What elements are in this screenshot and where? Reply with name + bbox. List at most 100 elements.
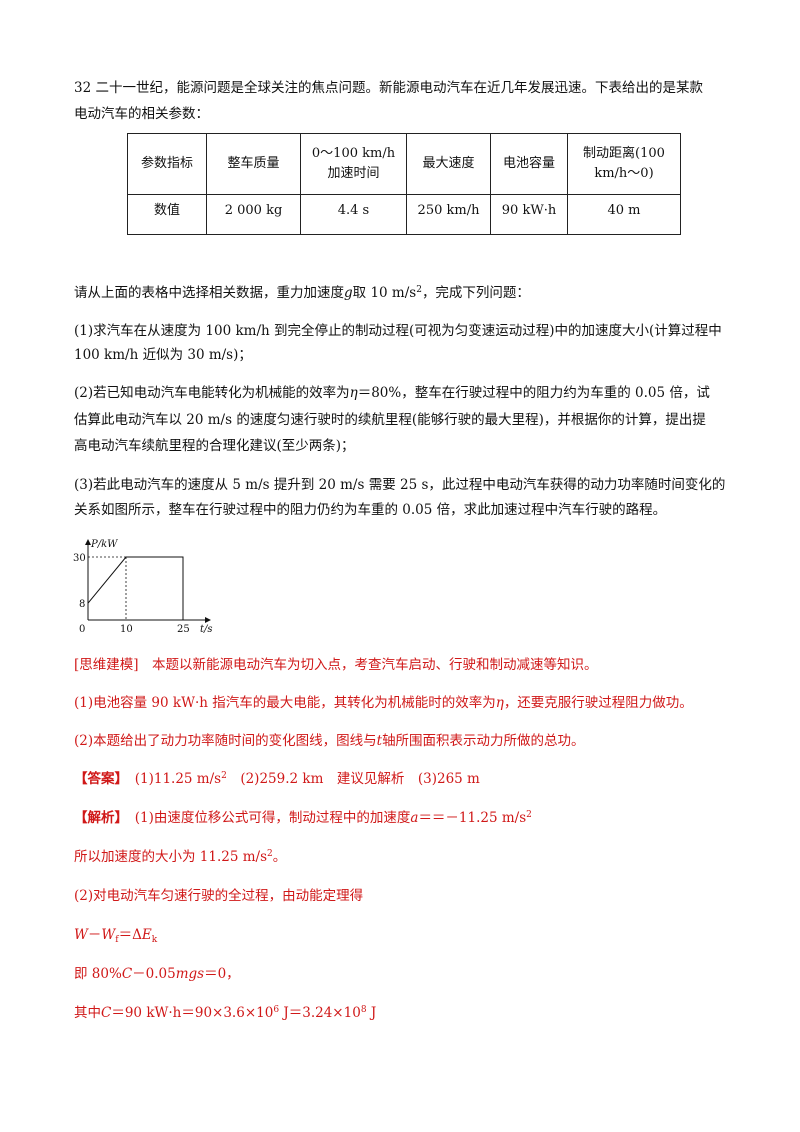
eq2-mgs: mgs [175, 966, 205, 982]
answer-label: 【答案】 [74, 771, 122, 787]
eq3-d: J [366, 1005, 377, 1021]
q2-text-a: (2)若已知电动汽车电能转化为机械能的效率为 [74, 385, 350, 401]
analysis-p1: (1)电池容量 90 kW·h 指汽车的最大电能，其转化为机械能时的效率为η，还… [74, 693, 693, 713]
q2-line3: 高电动汽车续航里程的合理化建议(至少两条)； [74, 438, 355, 454]
solution-eq3: 其中C＝90 kW·h＝90×3.6×106 J＝3.24×108 J [74, 1003, 376, 1023]
prompt-sup: 2 [416, 285, 422, 295]
prompt-line: 请从上面的表格中选择相关数据，重力加速度g取 10 m/s2，完成下列问题： [74, 283, 530, 303]
prompt-text-a: 请从上面的表格中选择相关数据，重力加速度 [74, 285, 344, 301]
eq3-sup2: 8 [360, 1005, 367, 1015]
prompt-text-b: 取 10 m/s [352, 285, 417, 301]
eq1-W: W [74, 927, 88, 943]
x-tick-label: 0 [79, 624, 85, 635]
analysis-p1-b: ，还要克服行驶过程阻力做功。 [503, 695, 693, 711]
tick-labels: 0 10 25 8 30 [73, 553, 190, 635]
eq2-c: ＝0， [204, 966, 240, 982]
parameter-table: 参数指标 整车质量 0～100 km/h 加速时间 最大速度 电池容量 制动距离(… [127, 133, 681, 235]
eq1-Wf: W [101, 927, 116, 943]
analysis-p2: (2)本题给出了动力功率随时间的变化图线，图线与t轴所围面积表示动力所做的总功。 [74, 731, 585, 751]
y-axis-label: P/kW [90, 539, 118, 550]
solution-eq1: W－Wf＝ΔEk [74, 925, 157, 945]
x-tick-label: 10 [120, 624, 133, 635]
table-header-cell: 整车质量 [206, 133, 301, 195]
table-header-cell: 制动距离(100 km/h～0) [567, 133, 681, 195]
analysis-line: [思维建模] 本题以新能源电动汽车为切入点，考查汽车启动、行驶和制动减速等知识。 [74, 655, 598, 675]
analysis-p1-a: (1)电池容量 90 kW·h 指汽车的最大电能，其转化为机械能时的效率为 [74, 695, 496, 711]
q1-line1: (1)求汽车在从速度为 100 km/h 到完全停止的制动过程(可视为匀变速运动… [74, 323, 722, 339]
q2-line2: 估算此电动汽车以 20 m/s 的速度匀速行驶时的续航里程(能够行驶的最大里程)… [74, 412, 706, 428]
guide-lines [88, 556, 127, 620]
analysis-text: 本题以新能源电动汽车为切入点，考查汽车启动、行驶和制动减速等知识。 [138, 657, 598, 673]
series-group [87, 556, 184, 620]
solution-s2-a: 所以加速度的大小为 11.25 m/s [74, 849, 268, 865]
q2-text-b: ＝80%，整车在行驶过程中的阻力约为车重的 0.05 倍，试 [357, 385, 710, 401]
question-intro-line2: 电动汽车的相关参数： [74, 106, 209, 122]
q2-eta: η [349, 385, 358, 401]
table-cell: 2 000 kg [206, 194, 301, 235]
solution-label: 【解析】 [74, 810, 122, 826]
eq1-E: E [141, 927, 152, 943]
analysis-p1-eta: η [495, 695, 504, 711]
answer-a1-sup: 2 [221, 771, 227, 781]
x-axis-arrow [205, 617, 211, 623]
eq3-b: ＝90 kW·h＝90×3.6×10 [111, 1005, 274, 1021]
answer-line: 【答案】 (1)11.25 m/s2 (2)259.2 km 建议见解析 (3)… [74, 769, 480, 789]
solution-line3: (2)对电动汽车匀速行驶的全过程，由动能定理得 [74, 888, 364, 904]
x-tick-label: 25 [177, 624, 190, 635]
solution-s1-sup: 2 [526, 810, 532, 820]
answer-rest: (2)259.2 km 建议见解析 (3)265 m [226, 771, 480, 787]
table-header-line: 制动距离(100 [583, 146, 665, 161]
table-header-cell: 最大速度 [406, 133, 491, 195]
analysis-label: [思维建模] [74, 657, 139, 673]
table-cell: 40 m [567, 194, 681, 235]
eq3-c: J＝3.24×10 [279, 1005, 361, 1021]
q1-line2: 100 km/h 近似为 30 m/s)； [74, 347, 252, 363]
solution-line1: 【解析】 (1)由速度位移公式可得，制动过程中的加速度a＝＝－11.25 m/s… [74, 808, 532, 828]
solution-s1-a: (1)由速度位移公式可得，制动过程中的加速度 [121, 810, 411, 826]
solution-s2-sup: 2 [267, 849, 273, 859]
solution-line2: 所以加速度的大小为 11.25 m/s2。 [74, 847, 286, 867]
table-cell: 250 km/h [406, 194, 491, 235]
eq2-a: 即 80% [74, 966, 122, 982]
eq1-sub-f: f [115, 935, 119, 945]
table-row-label: 数值 [127, 194, 207, 235]
eq1-eq: ＝Δ [118, 927, 142, 943]
eq1-sub-k: k [151, 935, 158, 945]
solution-s1-b: ＝＝－11.25 m/s [418, 810, 527, 826]
table-row: 参数指标 整车质量 0～100 km/h 加速时间 最大速度 电池容量 制动距离(… [127, 133, 681, 195]
table-header-cell: 0～100 km/h 加速时间 [300, 133, 407, 195]
table-row: 数值 2 000 kg 4.4 s 250 km/h 90 kW·h 40 m [127, 194, 681, 235]
table-cell: 4.4 s [300, 194, 407, 235]
prompt-text-c: ，完成下列问题： [421, 285, 530, 301]
table-header-cell: 电池容量 [490, 133, 568, 195]
series-line [87, 556, 184, 620]
power-time-graph: P/kW t/s 0 10 25 8 30 [73, 539, 213, 635]
y-tick-label: 30 [73, 553, 86, 564]
table-cell: 90 kW·h [490, 194, 568, 235]
y-axis-arrow [85, 539, 91, 545]
prompt-g: g [344, 285, 353, 301]
table-header-cell: 参数指标 [127, 133, 207, 195]
eq2-b: －0.05 [132, 966, 176, 982]
eq1-mid: － [87, 927, 102, 943]
eq3-a: 其中 [74, 1005, 101, 1021]
solution-eq2: 即 80%C－0.05mgs＝0， [74, 964, 240, 984]
q3-line1: (3)若此电动汽车的速度从 5 m/s 提升到 20 m/s 需要 25 s，此… [74, 477, 726, 493]
analysis-p2-a: (2)本题给出了动力功率随时间的变化图线，图线与 [74, 733, 377, 749]
table-header-line: 加速时间 [327, 166, 380, 181]
table-header-line: 0～100 km/h [311, 146, 396, 161]
q2-line1: (2)若已知电动汽车电能转化为机械能的效率为η＝80%，整车在行驶过程中的阻力约… [74, 383, 710, 403]
eq3-sup1: 6 [273, 1005, 280, 1015]
eq2-C: C [121, 966, 133, 982]
solution-s2-b: 。 [272, 849, 287, 865]
y-tick-label: 8 [79, 599, 85, 610]
analysis-p2-b: 轴所围面积表示动力所做的总功。 [382, 733, 585, 749]
x-axis-label: t/s [200, 624, 213, 635]
solution-a: a [410, 810, 419, 826]
table-header-line: km/h～0) [594, 166, 654, 181]
question-intro-line1: 32 二十一世纪，能源问题是全球关注的焦点问题。新能源电动汽车在近几年发展迅速。… [74, 80, 703, 96]
q3-line2: 关系如图所示，整车在行驶过程中的阻力仍约为车重的 0.05 倍，求此加速过程中汽… [74, 502, 667, 518]
eq3-C: C [101, 1005, 112, 1021]
analysis-p2-t: t [376, 733, 383, 749]
answer-a1: (1)11.25 m/s [121, 771, 222, 787]
